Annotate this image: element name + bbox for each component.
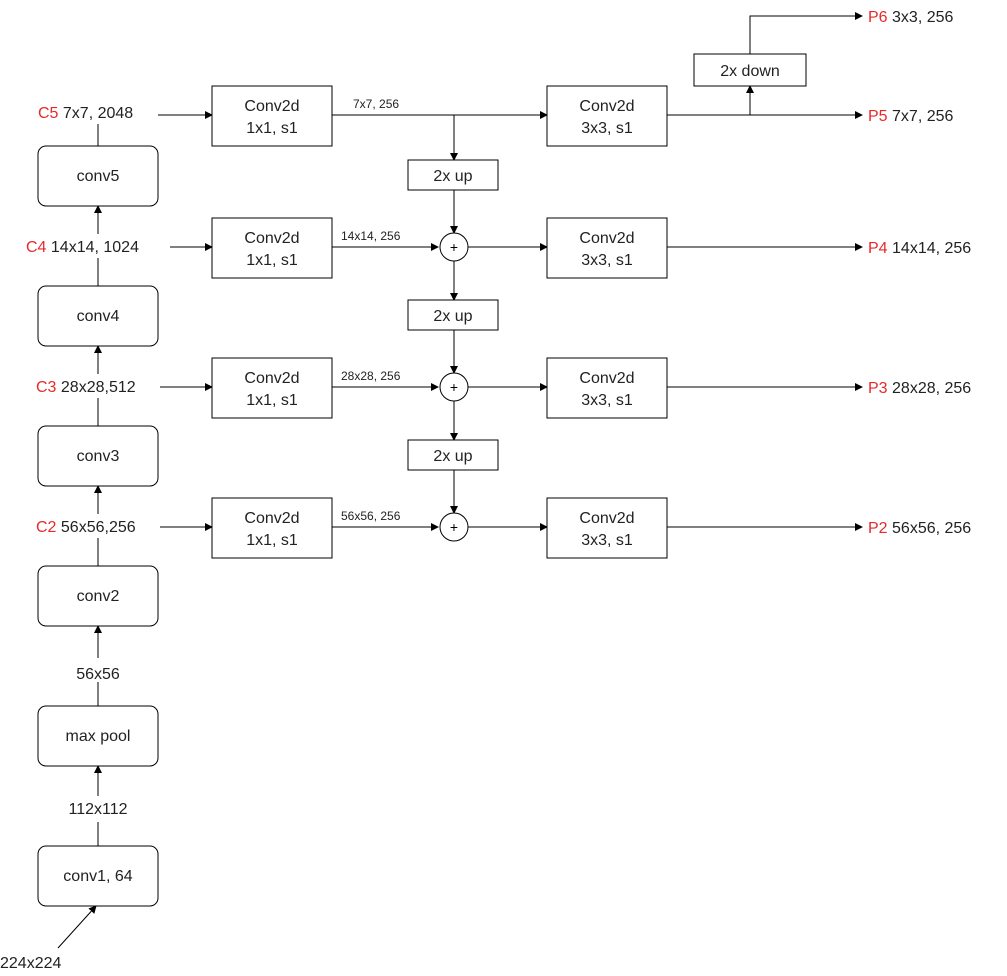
sum-node-2: + bbox=[439, 512, 469, 542]
upsample-block-2: 2x up bbox=[407, 299, 499, 331]
c3-tag: C3 bbox=[36, 379, 57, 396]
p6-label: P6 3x3, 256 bbox=[868, 9, 954, 26]
smooth-conv-p2: Conv2d 3x3, s1 bbox=[546, 497, 668, 559]
p2-tag: P2 bbox=[868, 520, 888, 537]
c2-label: C2 56x56,256 bbox=[36, 519, 136, 536]
smooth-conv-p3: Conv2d 3x3, s1 bbox=[546, 357, 668, 419]
sum-node-4: + bbox=[439, 232, 469, 262]
smooth-conv-p5: Conv2d 3x3, s1 bbox=[546, 85, 668, 147]
p5-tag: P5 bbox=[868, 108, 888, 125]
maxpool-output-size: 56x56 bbox=[76, 666, 120, 683]
c5-dims: 7x7, 2048 bbox=[58, 105, 133, 122]
lateral-conv-c4-line1: Conv2d bbox=[244, 230, 299, 247]
lateral-conv-c3: Conv2d 1x1, s1 bbox=[211, 357, 333, 419]
p2-label: P2 56x56, 256 bbox=[868, 520, 971, 537]
conv4-label: conv4 bbox=[77, 308, 120, 325]
p3-tag: P3 bbox=[868, 380, 888, 397]
smooth-conv-p2-line2: 3x3, s1 bbox=[581, 532, 633, 549]
lateral-conv-c4: Conv2d 1x1, s1 bbox=[211, 217, 333, 279]
p5-label: P5 7x7, 256 bbox=[868, 108, 954, 125]
upsample-label-1: 2x up bbox=[433, 168, 472, 185]
downsample-label: 2x down bbox=[720, 63, 780, 80]
lateral-conv-c5-line2: 1x1, s1 bbox=[246, 120, 298, 137]
lateral-out-4-size: 14x14, 256 bbox=[341, 229, 401, 243]
c4-dims: 14x14, 1024 bbox=[46, 239, 139, 256]
smooth-conv-p3-line1: Conv2d bbox=[579, 370, 634, 387]
p4-dims: 14x14, 256 bbox=[888, 240, 972, 257]
lateral-conv-c2: Conv2d 1x1, s1 bbox=[211, 497, 333, 559]
smooth-conv-p4-line1: Conv2d bbox=[579, 230, 634, 247]
sum-node-3: + bbox=[439, 372, 469, 402]
c4-label: C4 14x14, 1024 bbox=[26, 239, 139, 256]
upsample-label-2: 2x up bbox=[433, 308, 472, 325]
p3-dims: 28x28, 256 bbox=[888, 380, 972, 397]
sum-symbol-3: + bbox=[450, 379, 458, 395]
lateral-conv-c4-line2: 1x1, s1 bbox=[246, 252, 298, 269]
conv1-output-size: 112x112 bbox=[68, 801, 127, 818]
p6-dims: 3x3, 256 bbox=[888, 9, 954, 26]
sum-symbol-4: + bbox=[450, 239, 458, 255]
c3-label: C3 28x28,512 bbox=[36, 379, 136, 396]
c5-tag: C5 bbox=[38, 105, 59, 122]
downsample-to-p6-arrow bbox=[749, 12, 863, 54]
conv2-label: conv2 bbox=[77, 588, 120, 605]
conv3-label: conv3 bbox=[77, 448, 120, 465]
input-size-label: 224x224 bbox=[0, 955, 61, 972]
smooth-conv-p5-line2: 3x3, s1 bbox=[581, 120, 633, 137]
downsample-block: 2x down bbox=[693, 53, 807, 87]
p3-label: P3 28x28, 256 bbox=[868, 380, 971, 397]
smooth-conv-p4: Conv2d 3x3, s1 bbox=[546, 217, 668, 279]
smooth-conv-p5-line1: Conv2d bbox=[579, 98, 634, 115]
smooth-conv-p4-line2: 3x3, s1 bbox=[581, 252, 633, 269]
smooth-conv-p2-line1: Conv2d bbox=[579, 510, 634, 527]
c5-label: C5 7x7, 2048 bbox=[38, 105, 133, 122]
lateral-conv-c5-line1: Conv2d bbox=[244, 98, 299, 115]
c2-dims: 56x56,256 bbox=[56, 519, 135, 536]
upsample-block-1: 2x up bbox=[407, 159, 499, 191]
p2-dims: 56x56, 256 bbox=[888, 520, 972, 537]
lateral-conv-c2-line1: Conv2d bbox=[244, 510, 299, 527]
input-arrow bbox=[57, 905, 97, 949]
conv1-label: conv1, 64 bbox=[63, 868, 132, 885]
lateral-out-5-size: 7x7, 256 bbox=[353, 97, 399, 111]
p4-tag: P4 bbox=[868, 240, 888, 257]
smooth-conv-p3-line2: 3x3, s1 bbox=[581, 392, 633, 409]
p5-dims: 7x7, 256 bbox=[888, 108, 954, 125]
sum-symbol-2: + bbox=[450, 519, 458, 535]
c3-dims: 28x28,512 bbox=[56, 379, 135, 396]
p4-label: P4 14x14, 256 bbox=[868, 240, 971, 257]
conv5-label: conv5 bbox=[77, 168, 120, 185]
lateral-conv-c3-line2: 1x1, s1 bbox=[246, 392, 298, 409]
lateral-conv-c5: Conv2d 1x1, s1 bbox=[211, 85, 333, 147]
upsample-block-3: 2x up bbox=[407, 439, 499, 471]
c2-tag: C2 bbox=[36, 519, 57, 536]
maxpool-label: max pool bbox=[66, 728, 131, 745]
lateral-conv-c3-line1: Conv2d bbox=[244, 370, 299, 387]
lateral-out-3-size: 28x28, 256 bbox=[341, 369, 401, 383]
upsample-label-3: 2x up bbox=[433, 448, 472, 465]
p6-tag: P6 bbox=[868, 9, 888, 26]
c4-tag: C4 bbox=[26, 239, 47, 256]
lateral-conv-c2-line2: 1x1, s1 bbox=[246, 532, 298, 549]
lateral-out-2-size: 56x56, 256 bbox=[341, 509, 401, 523]
